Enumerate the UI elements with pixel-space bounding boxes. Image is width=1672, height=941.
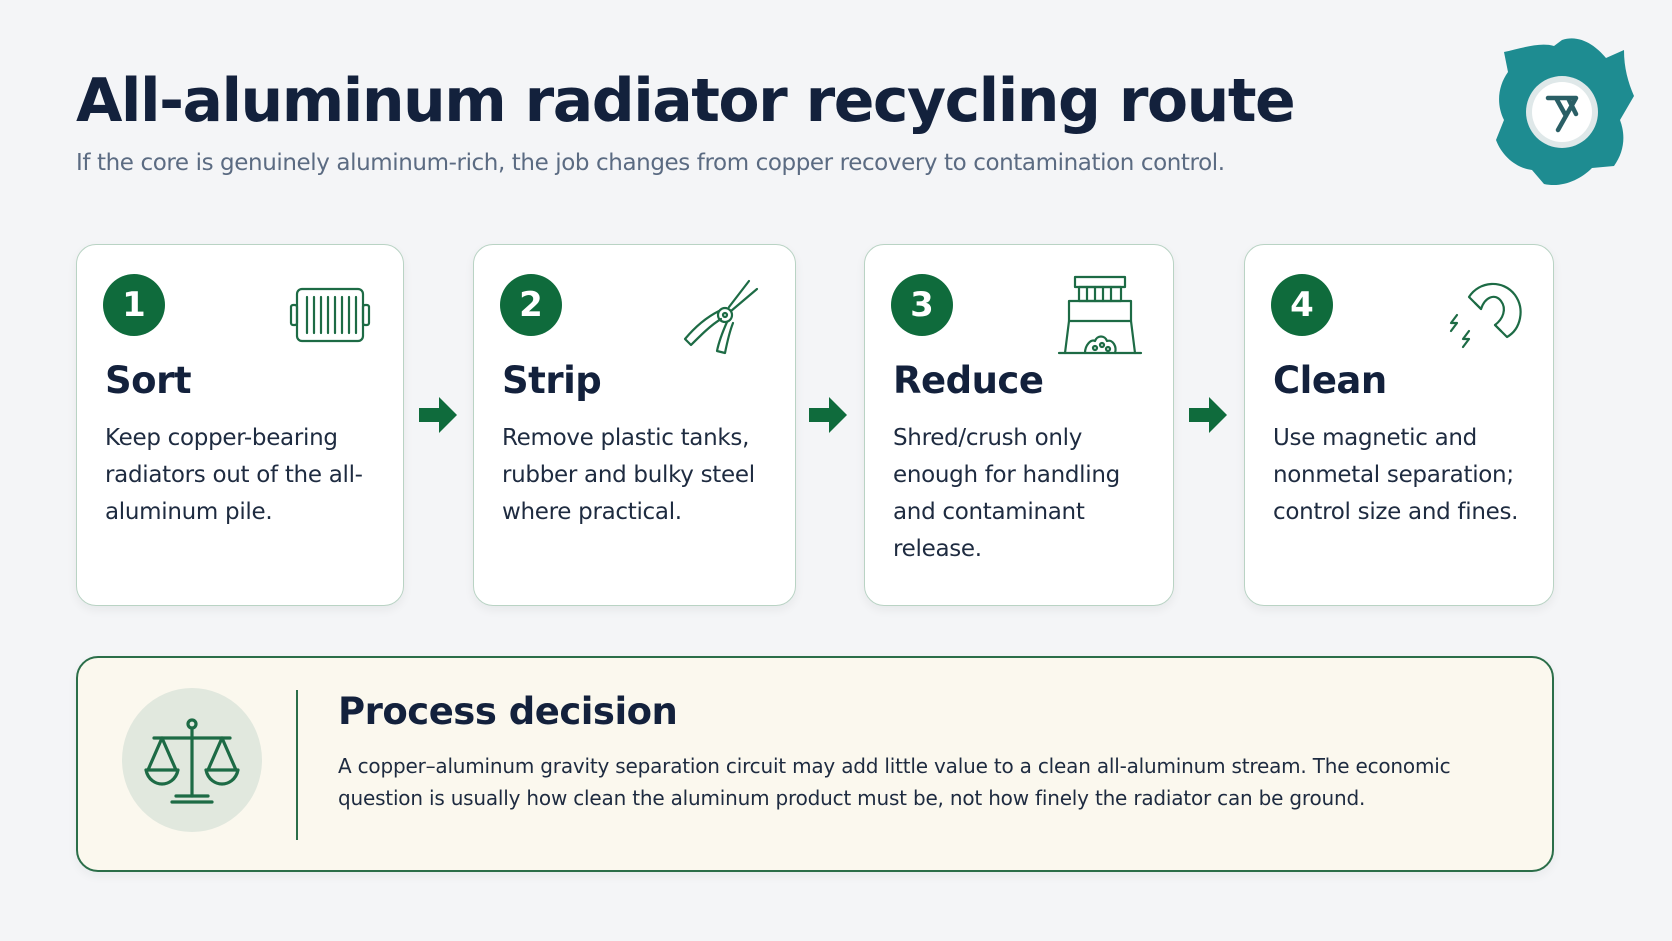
radiator-icon	[289, 287, 371, 343]
decision-title: Process decision	[338, 690, 678, 733]
arrow-right-icon	[419, 397, 457, 433]
step-description-reduce: Shred/crush only enough for handling and…	[893, 425, 1120, 562]
step-title-sort: Sort	[105, 359, 192, 402]
step-card-sort: 1 Sort Keep copper-bearing radiators out…	[76, 244, 404, 606]
step-title-reduce: Reduce	[893, 359, 1044, 402]
scale-badge	[122, 688, 262, 832]
step-title-clean: Clean	[1273, 359, 1387, 402]
shredder-icon	[1057, 275, 1143, 355]
step-card-clean: 4 Clean Use magnetic and nonmetal separa…	[1244, 244, 1554, 606]
step-number-badge: 4	[1271, 274, 1333, 336]
balance-scale-icon	[144, 718, 240, 804]
step-description-sort: Keep copper-bearing radiators out of the…	[105, 425, 363, 525]
process-decision-panel: Process decision A copper–aluminum gravi…	[76, 656, 1554, 872]
pliers-icon	[683, 279, 759, 355]
decision-description: A copper–aluminum gravity separation cir…	[338, 754, 1451, 810]
arrow-right-icon	[1189, 397, 1227, 433]
step-number-badge: 1	[103, 274, 165, 336]
step-number-badge: 2	[500, 274, 562, 336]
panel-divider	[296, 690, 298, 840]
page-subtitle: If the core is genuinely aluminum-rich, …	[76, 150, 1225, 176]
step-title-strip: Strip	[502, 359, 602, 402]
step-description-clean: Use magnetic and nonmetal separation; co…	[1273, 425, 1519, 525]
step-card-strip: 2 Strip Remove plastic tanks, rubber and…	[473, 244, 796, 606]
step-number-badge: 3	[891, 274, 953, 336]
gear-logo-icon	[1496, 38, 1634, 186]
step-card-reduce: 3 Reduce Shred/crush only enough for han…	[864, 244, 1174, 606]
magnet-icon	[1449, 282, 1522, 349]
page-title: All-aluminum radiator recycling route	[76, 66, 1296, 136]
step-description-strip: Remove plastic tanks, rubber and bulky s…	[502, 425, 755, 525]
arrow-right-icon	[809, 397, 847, 433]
